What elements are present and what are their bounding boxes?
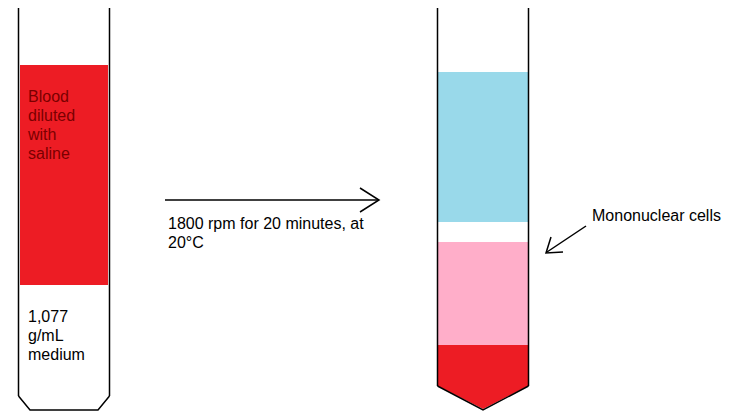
left-tube xyxy=(19,8,110,410)
layer-box: Blood diluted with saline xyxy=(20,65,108,285)
process-arrow xyxy=(165,188,379,212)
callout-arrow xyxy=(546,226,586,253)
layer-box: 1,077 g/mL medium xyxy=(20,285,108,395)
right-tube-layers xyxy=(438,72,528,409)
right-tube xyxy=(438,8,529,410)
layer-label: 1,077 g/mL medium xyxy=(28,307,94,364)
process-note: 1800 rpm for 20 minutes, at 20°C xyxy=(168,214,368,252)
callout-label: Mononuclear cells xyxy=(592,206,722,225)
layer-label: Blood diluted with saline xyxy=(28,87,94,163)
